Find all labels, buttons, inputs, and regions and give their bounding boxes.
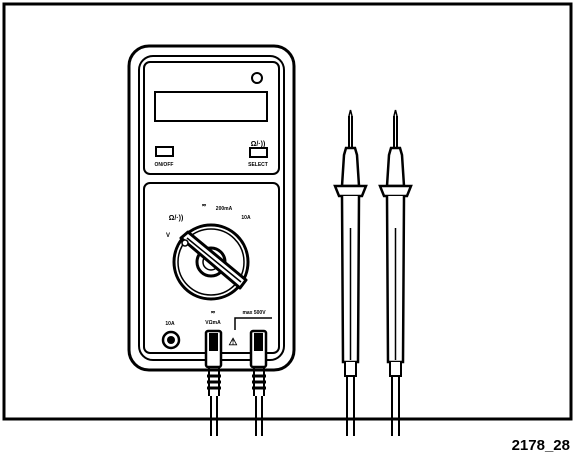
warning-icon: ⚠ [229,337,238,348]
lead-wire [210,396,218,436]
dial-label-200ma: 200mA [216,206,233,212]
select-button-label: SELECT [248,162,268,168]
plugged-lead-v[interactable] [249,329,268,436]
dial-label-10a: 10A [241,215,251,221]
figure-id: 2178_28 [511,437,570,454]
probe-end [389,362,402,377]
max-voltage-label: max 500V [242,310,266,316]
probe-tip-point [348,109,353,117]
plug-ridges [252,368,266,390]
jack-10a-hole [167,336,175,344]
dial-pointer-dot [181,239,189,247]
plug-neck [253,367,265,396]
plug-cap [254,333,263,351]
power-button[interactable] [155,146,174,157]
probe-tip [393,116,398,148]
select-button[interactable] [249,147,268,158]
dial-label-dc: ≂ [201,203,206,209]
plug-cap [209,333,218,351]
plugged-lead-com[interactable] [204,329,223,436]
probe-guard [333,184,368,198]
select-button-symbol: Ω/·)) [251,141,266,148]
multimeter: ON/OFF Ω/·)) SELECT Ω/·)) V ≂ 200mA 10A … [127,44,296,372]
probe-wire [346,376,355,436]
probe-end [344,362,357,377]
probe-tip [348,116,353,148]
test-probe-left[interactable] [333,109,368,436]
probe-tip-point [393,109,398,117]
probe-wire [391,376,400,436]
power-button-label: ON/OFF [155,162,174,168]
lcd-display [154,91,268,122]
plug-neck [208,367,220,396]
test-probe-right[interactable] [378,109,413,436]
max-voltage-bracket [234,317,272,330]
lead-wire [255,396,263,436]
plug-ridges [207,368,221,390]
dial-inner-ring [177,228,245,296]
probe-head [385,146,406,188]
jack-label-dc: ≂ [210,310,215,316]
jack-label-vohm: VΩmA [205,320,221,326]
dial-label-v: V [166,233,170,239]
indicator-light [251,72,263,84]
jack-label-10a: 10A [165,321,175,327]
dial-knob-groove [186,237,242,283]
probe-head [340,146,361,188]
rotary-dial[interactable] [172,223,250,301]
dial-label-ohm: Ω/·)) [169,215,184,222]
probe-guard [378,184,413,198]
